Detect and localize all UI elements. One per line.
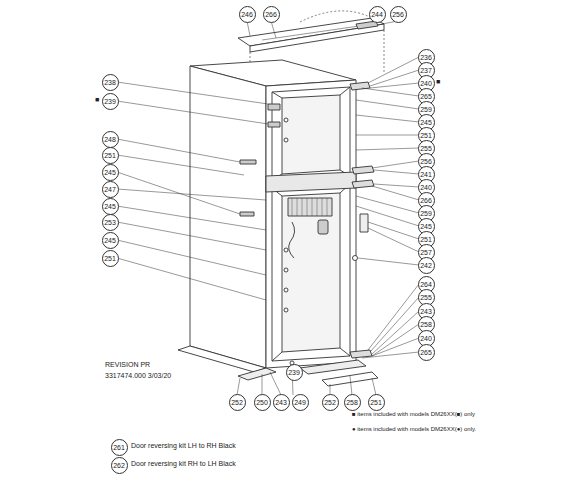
callout-number: 239	[286, 364, 303, 381]
callout-number: 256	[390, 6, 407, 23]
callout-text: 255	[420, 145, 432, 152]
callout-text: 247	[104, 186, 116, 193]
callout-text: 257	[420, 249, 432, 256]
callout-text: 265	[420, 349, 432, 356]
callout-number: 245	[102, 198, 119, 215]
callout-text: 245	[104, 237, 116, 244]
callout-text: 249	[294, 399, 306, 406]
note-label: REVISION PR	[105, 361, 150, 369]
callout-text: 244	[371, 11, 383, 18]
callout-text: 242	[420, 262, 432, 269]
callout-text: 251	[420, 236, 432, 243]
note-label: ■	[436, 78, 440, 86]
callout-number: 262	[111, 457, 128, 474]
callout-text: 262	[113, 462, 125, 469]
callout-text: 240	[420, 184, 432, 191]
callout-text: 240	[420, 335, 432, 342]
callout-text: 251	[104, 255, 116, 262]
callout-text: 240	[420, 80, 432, 87]
callout-text: 250	[256, 399, 268, 406]
callout-text: 243	[275, 399, 287, 406]
note-label: Door reversing kit RH to LH Black	[131, 460, 236, 468]
callout-number: 239	[102, 93, 119, 110]
callout-text: 239	[288, 369, 300, 376]
callout-text: 258	[420, 321, 432, 328]
callout-number: 251	[102, 147, 119, 164]
callout-number: 244	[369, 6, 386, 23]
callout-number: 251	[102, 250, 119, 267]
callout-text: 245	[420, 223, 432, 230]
callout-text: 259	[420, 106, 432, 113]
note-label: Door reversing kit LH to RH Black	[131, 442, 236, 450]
callout-number: 242	[418, 257, 435, 274]
callout-text: 251	[370, 399, 382, 406]
callout-number: 250	[254, 394, 271, 411]
callout-text: 236	[420, 54, 432, 61]
callout-text: 255	[420, 294, 432, 301]
callout-number: 265	[418, 344, 435, 361]
callout-text: 245	[104, 203, 116, 210]
callout-text: 241	[420, 171, 432, 178]
callout-text: 238	[104, 79, 116, 86]
callout-text: 239	[104, 98, 116, 105]
callout-text: 246	[241, 11, 253, 18]
callout-number: 248	[102, 131, 119, 148]
callout-number: 245	[102, 232, 119, 249]
callout-text: 266	[420, 197, 432, 204]
callout-number: 245	[102, 164, 119, 181]
callout-text: 248	[104, 136, 116, 143]
callout-text: 266	[265, 11, 277, 18]
callout-text: 264	[420, 281, 432, 288]
callout-text: 251	[104, 152, 116, 159]
note-label: 3317474.000 3/03/20	[105, 372, 171, 380]
callout-number: 243	[273, 394, 290, 411]
callout-text: 252	[324, 399, 336, 406]
callout-number: 251	[368, 394, 385, 411]
callout-text: 256	[392, 11, 404, 18]
callout-text: 243	[420, 308, 432, 315]
callout-text: 256	[420, 158, 432, 165]
callout-text: 259	[420, 210, 432, 217]
note-label: ■ items included with models DM26XX(■) o…	[352, 411, 475, 418]
callout-number: 261	[111, 439, 128, 456]
callout-number: 252	[229, 394, 246, 411]
callout-number: 247	[102, 181, 119, 198]
callout-text: 237	[420, 67, 432, 74]
callout-text: 251	[420, 132, 432, 139]
callout-number: 249	[292, 394, 309, 411]
callout-text: 265	[420, 93, 432, 100]
callout-text: 261	[113, 444, 125, 451]
callout-number: 258	[344, 394, 361, 411]
callout-number: 238	[102, 74, 119, 91]
callout-text: 245	[104, 169, 116, 176]
callout-number: 253	[102, 214, 119, 231]
callout-number: 266	[263, 6, 280, 23]
note-label: ■	[95, 96, 99, 104]
callout-text: 253	[104, 219, 116, 226]
callout-text: 245	[420, 119, 432, 126]
callout-number: 246	[239, 6, 256, 23]
callout-text: 258	[346, 399, 358, 406]
note-label: ● items included with models DM26XX(●) o…	[352, 426, 476, 433]
callout-number: 252	[322, 394, 339, 411]
callout-text: 252	[231, 399, 243, 406]
